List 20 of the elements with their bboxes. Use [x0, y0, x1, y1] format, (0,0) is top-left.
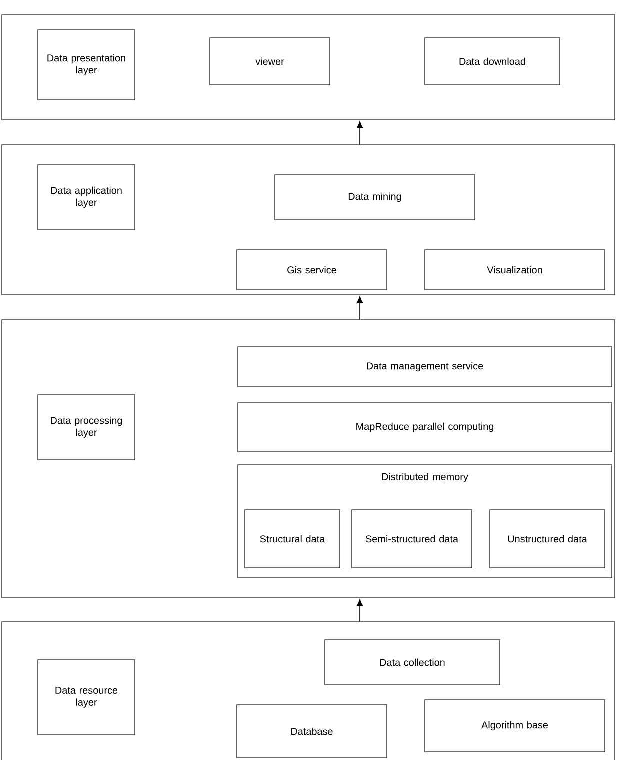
component-box: Database [236, 704, 388, 758]
component-box: Data processing layer [38, 394, 136, 460]
component-box: Data presentation layer [38, 30, 136, 100]
component-box: Data application layer [38, 164, 136, 230]
component-box: Unstructured data [490, 510, 606, 568]
component-box: Data resource layer [38, 660, 136, 736]
component-box: Gis service [236, 250, 388, 290]
component-box: Structural data [244, 510, 340, 568]
arrow [356, 121, 364, 145]
component-box: Data management service [238, 346, 612, 388]
component-box: Algorithm base [424, 700, 606, 752]
component-box: Data collection [324, 640, 500, 686]
component-box: Semi-structured data [352, 510, 472, 568]
arrow [356, 296, 364, 320]
component-box: Visualization [424, 250, 606, 290]
arrow [356, 599, 364, 622]
component-box: Data download [424, 38, 560, 86]
component-box: Data mining [274, 174, 476, 220]
component-box: MapReduce parallel computing [238, 402, 612, 452]
component-box: viewer [210, 38, 330, 86]
